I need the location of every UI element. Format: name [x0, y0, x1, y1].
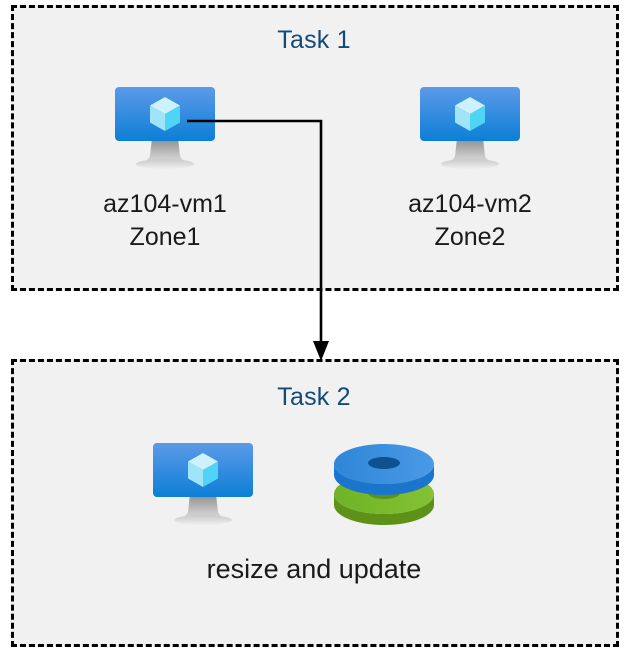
azure-disks-icon[interactable] [330, 442, 438, 526]
azure-virtual-machine-icon [420, 87, 520, 169]
vm-label-block-1: az104-vm1 Zone1 [85, 188, 245, 253]
task-2-container [11, 359, 619, 647]
task-2-caption: resize and update [206, 554, 422, 584]
vm-node-az104-vm2[interactable]: az104-vm2 Zone2 [390, 82, 550, 253]
down-arrow-icon [313, 341, 329, 361]
vm-zone-label: Zone1 [129, 222, 201, 251]
vm-name-label: az104-vm1 [103, 190, 227, 218]
task-1-title: Task 1 [277, 26, 351, 54]
vm-name-label: az104-vm2 [408, 190, 532, 218]
vm-label-block-2: az104-vm2 Zone2 [390, 188, 550, 253]
task-2-icon-row [140, 438, 460, 538]
azure-virtual-machine-icon [115, 87, 215, 169]
azure-virtual-machine-icon[interactable] [150, 438, 256, 530]
task-2-title: Task 2 [277, 383, 351, 411]
vm-node-az104-vm1[interactable]: az104-vm1 Zone1 [85, 82, 245, 253]
vm-zone-label: Zone2 [434, 222, 506, 251]
